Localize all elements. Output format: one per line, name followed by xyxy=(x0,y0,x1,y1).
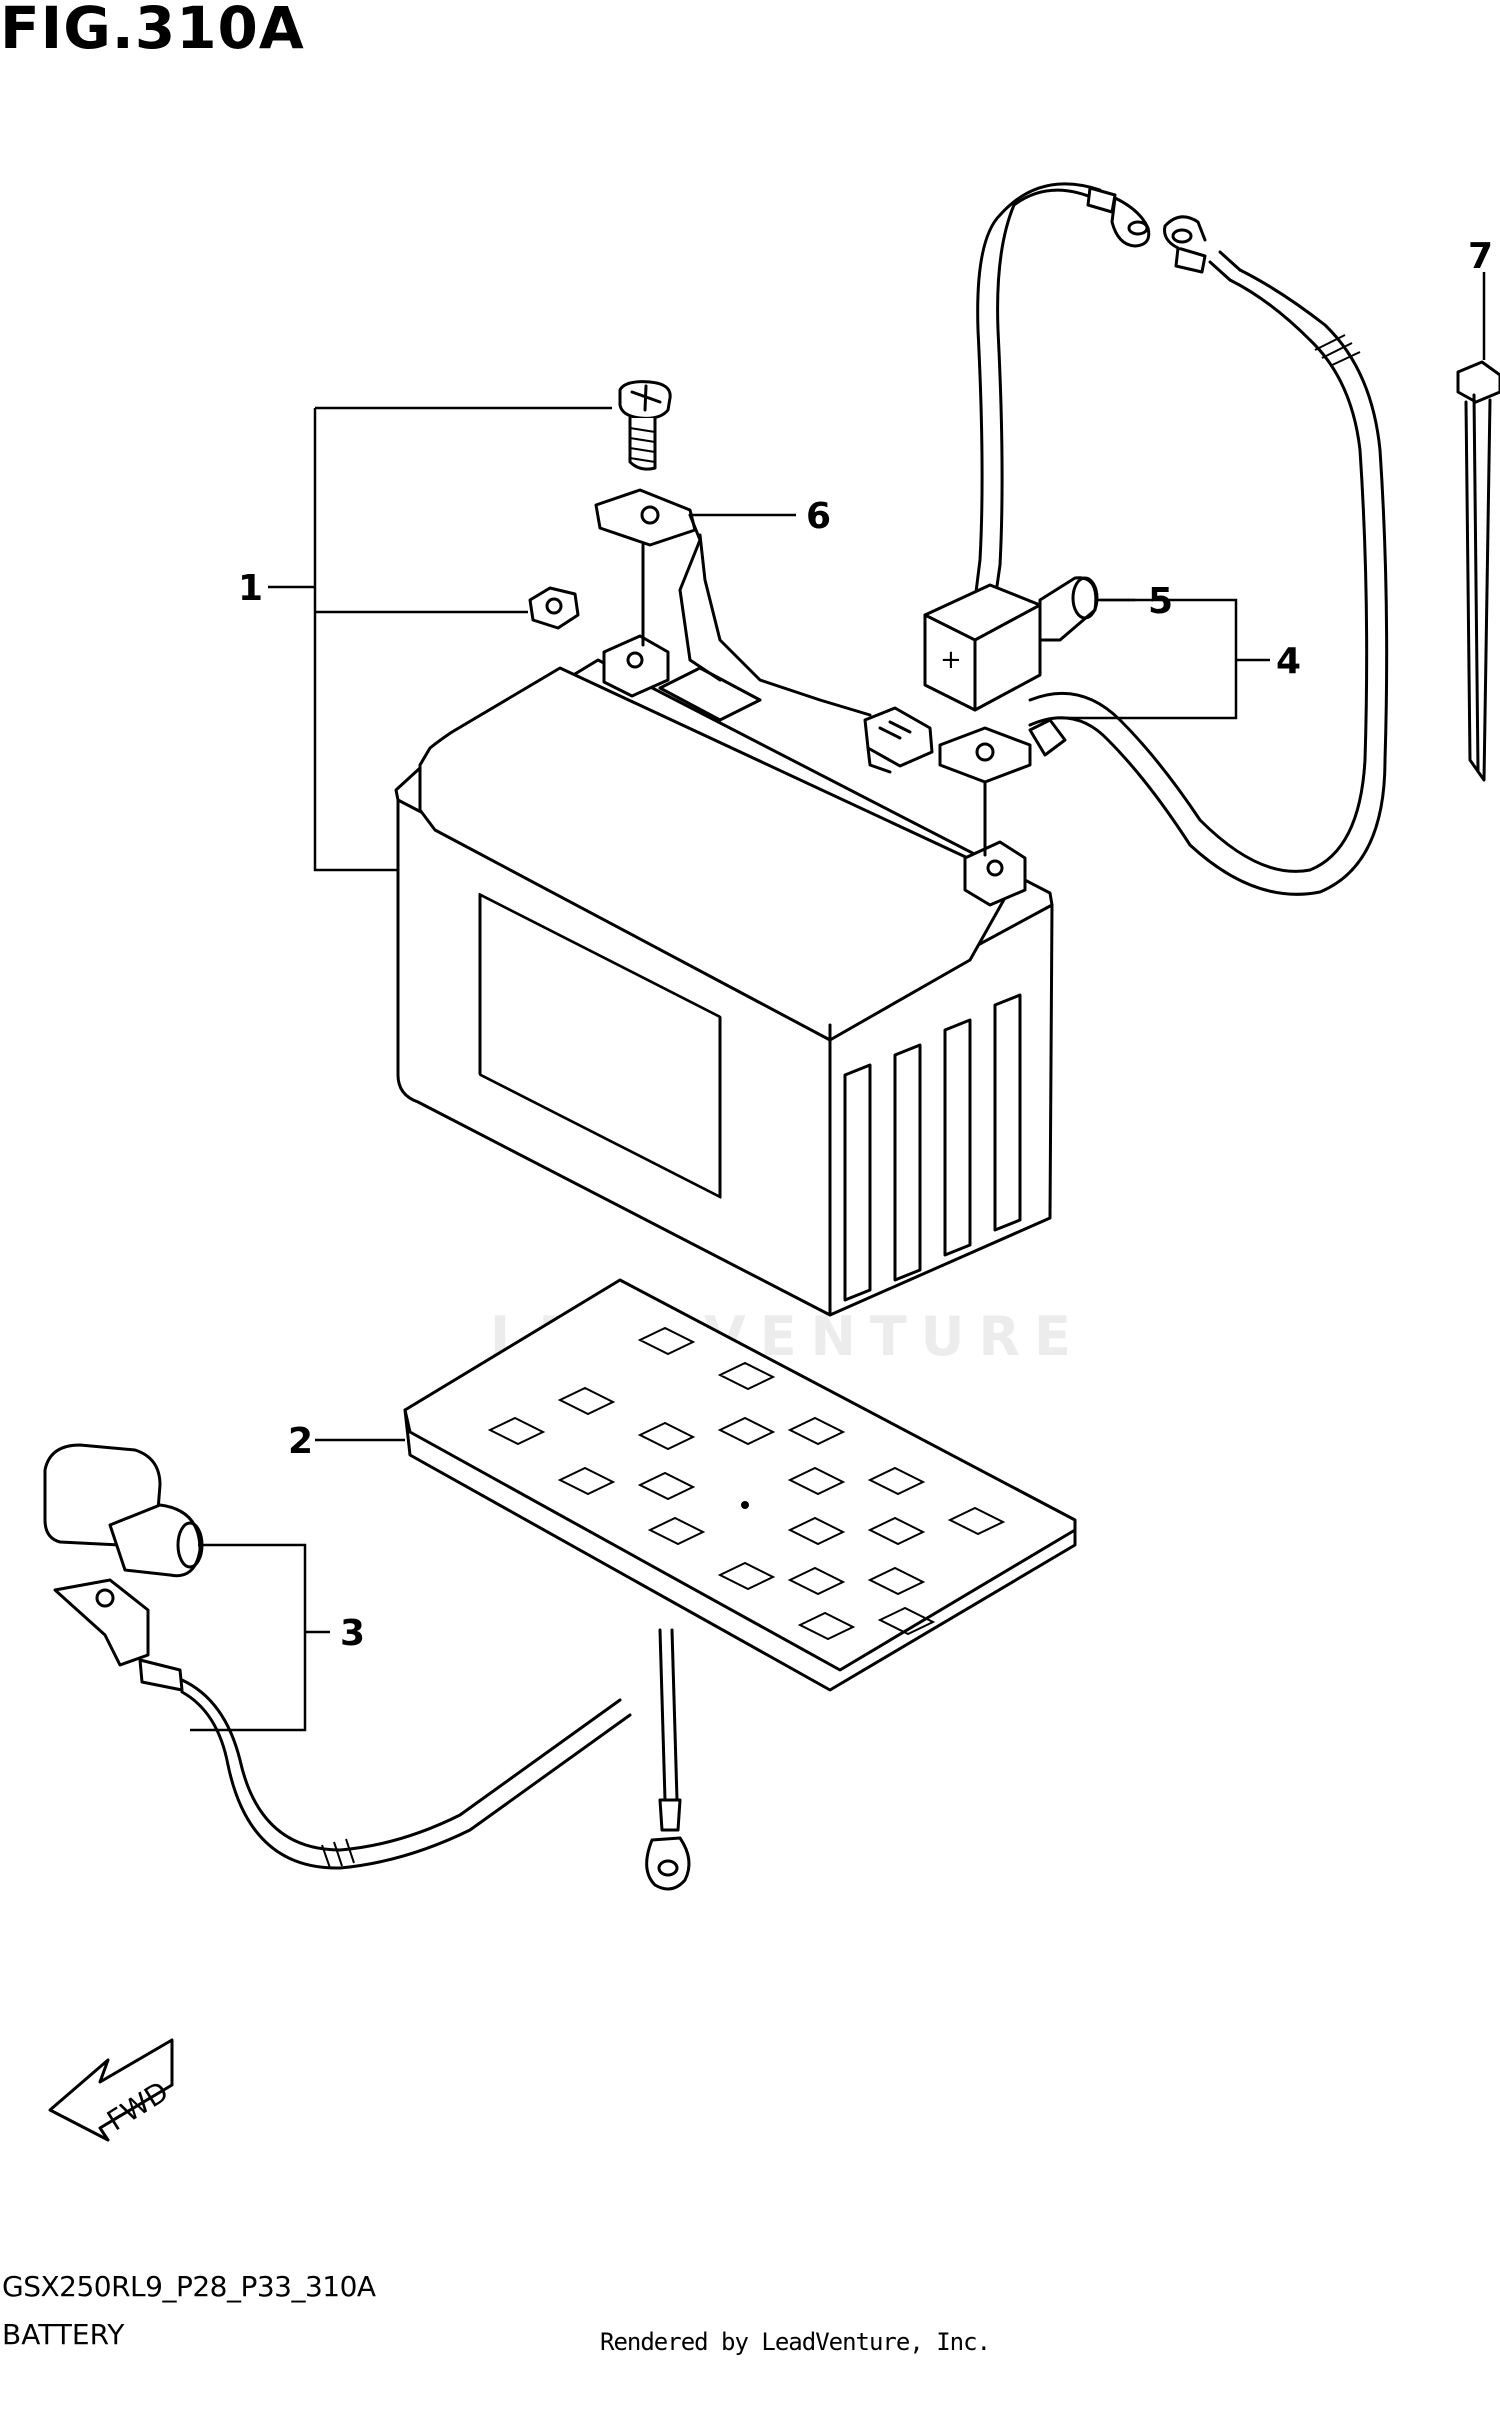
cable-tie[interactable] xyxy=(1456,360,1500,782)
svg-text:7: 7 xyxy=(1468,236,1493,277)
callout-3: 3 xyxy=(190,1543,365,1732)
negative-cable[interactable] xyxy=(43,1443,632,1870)
terminal-nut[interactable] xyxy=(528,586,580,630)
tray-vent-holes xyxy=(487,1326,1006,1641)
svg-text:6: 6 xyxy=(806,496,831,537)
svg-text:3: 3 xyxy=(340,1613,365,1654)
render-credit: Rendered by LeadVenture, Inc. xyxy=(600,2328,991,2356)
battery-tray[interactable] xyxy=(403,1278,1077,1692)
svg-text:4: 4 xyxy=(1276,641,1301,682)
terminal-mark: + xyxy=(940,645,962,675)
battery-label-panel xyxy=(478,892,722,1199)
ground-lead[interactable] xyxy=(645,1628,691,1891)
callout-4: 4 xyxy=(1058,598,1301,720)
terminal-bolt[interactable] xyxy=(618,380,672,471)
positive-cable[interactable] xyxy=(973,182,1389,896)
positive-terminal-clip[interactable] xyxy=(938,718,1067,857)
callout-2: 2 xyxy=(288,1421,405,1462)
svg-text:5: 5 xyxy=(1148,581,1173,622)
callout-5: 5 xyxy=(1100,581,1173,622)
svg-text:1: 1 xyxy=(238,568,263,609)
negative-terminal-clip[interactable] xyxy=(594,488,872,717)
callout-7: 7 xyxy=(1468,236,1493,360)
callout-1: 1 xyxy=(238,406,612,872)
wire-connector[interactable] xyxy=(863,706,934,774)
battery[interactable] xyxy=(394,634,1054,1317)
model-code: GSX250RL9_P28_P33_310A xyxy=(2,2270,376,2303)
svg-text:2: 2 xyxy=(288,1421,313,1462)
callout-6: 6 xyxy=(692,496,831,537)
figure-title: FIG.310A xyxy=(0,0,305,62)
positive-terminal-cap[interactable]: + xyxy=(923,576,1099,712)
part-name: BATTERY xyxy=(2,2318,125,2351)
fwd-direction-marker: FWD xyxy=(48,2038,174,2142)
